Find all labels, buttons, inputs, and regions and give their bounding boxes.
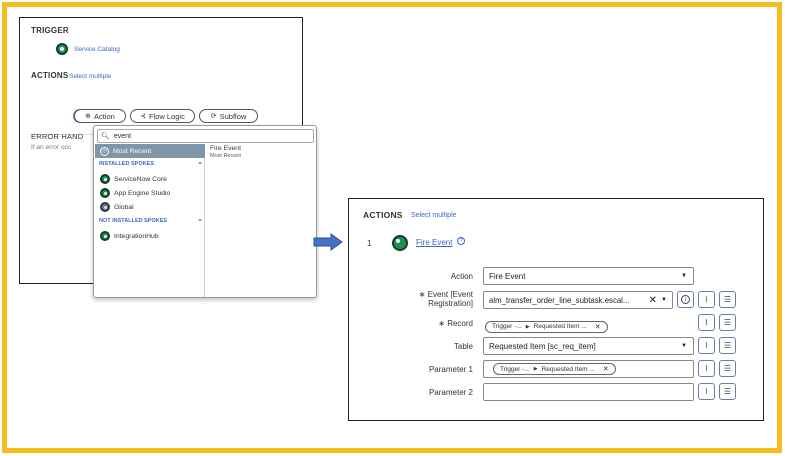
app-engine-studio-icon <box>100 188 110 198</box>
table-select[interactable]: Requested Item [sc_req_item] ▼ <box>483 337 694 355</box>
chevron-up-icon: ⌃ <box>197 162 203 169</box>
clock-icon: ◷ <box>100 146 109 156</box>
caret-right-icon: ▶ <box>525 323 530 330</box>
event-select[interactable]: alm_transfer_order_line_subtask.escal...… <box>483 291 673 309</box>
script-toggle-button[interactable]: ☰ <box>719 337 736 354</box>
data-pill-button[interactable]: ⌇ <box>698 383 715 400</box>
not-installed-spokes-header[interactable]: NOT INSTALLED SPOKES⌃ <box>99 218 203 226</box>
help-icon[interactable]: ? <box>457 237 465 245</box>
subflow-icon: ⟳ <box>210 113 217 120</box>
action-button[interactable]: ⊕Action <box>74 109 126 123</box>
trigger-link[interactable]: Service Catalog <box>74 45 120 53</box>
error-handler-text: If an error occ <box>31 144 72 151</box>
script-toggle-button[interactable]: ☰ <box>719 383 736 400</box>
subflow-button[interactable]: ⟳Subflow <box>199 109 258 123</box>
flow-designer-panel: TRIGGER Service Catalog ACTIONS Select m… <box>19 17 317 298</box>
chart-icon: ⌇ <box>704 295 709 304</box>
chart-icon: ⌇ <box>704 364 709 373</box>
service-catalog-icon <box>56 43 68 55</box>
script-icon: ☰ <box>723 295 732 304</box>
flow-logic-icon: ⊰ <box>140 113 146 120</box>
parameter-1-pill[interactable]: Trigger -... ▶ Requested Item ... ✕ <box>493 363 616 375</box>
actions-title: ACTIONS <box>31 71 69 80</box>
parameter-2-label: Parameter 2 <box>428 388 473 397</box>
parameter-1-field[interactable]: Trigger -... ▶ Requested Item ... ✕ <box>483 360 694 378</box>
step-number: 1 <box>367 239 372 248</box>
data-pill-button[interactable]: ⌇ <box>698 291 715 308</box>
script-toggle-button[interactable]: ☰ <box>719 291 736 308</box>
arrow-right-icon <box>313 233 343 251</box>
data-pill-button[interactable]: ⌇ <box>698 314 715 331</box>
error-handler-title: ERROR HAND <box>31 132 84 141</box>
caret-down-icon: ▼ <box>681 343 687 349</box>
caret-right-icon: ▶ <box>533 366 538 372</box>
info-icon: i <box>681 295 690 304</box>
action-search-dropdown: 🔍︎ event ◷ Most Recent INSTALLED SPOKES⌃… <box>93 125 317 298</box>
result-title: Fire Event <box>210 145 241 152</box>
integrationhub-icon <box>100 231 110 241</box>
parameter-2-field[interactable] <box>483 383 694 401</box>
record-label: ∗ Record <box>438 319 473 328</box>
chart-icon: ⌇ <box>704 318 709 327</box>
flow-logic-button[interactable]: ⊰Flow Logic <box>130 109 195 123</box>
info-button[interactable]: i <box>677 291 694 308</box>
record-pill[interactable]: Trigger -... ▶ Requested Item ... ✕ <box>485 315 608 333</box>
script-toggle-button[interactable]: ☰ <box>719 360 736 377</box>
trigger-title: TRIGGER <box>31 26 69 35</box>
list-item[interactable]: App Engine Studio <box>95 186 205 200</box>
parameter-1-label: Parameter 1 <box>428 365 473 374</box>
remove-pill-icon[interactable]: ✕ <box>594 323 601 331</box>
list-item[interactable]: Global <box>95 200 205 214</box>
servicenow-core-icon <box>100 174 110 184</box>
spokes-list: ◷ Most Recent INSTALLED SPOKES⌃ ServiceN… <box>95 144 205 297</box>
caret-down-icon: ▼ <box>681 273 687 279</box>
caret-down-icon[interactable]: ▼ <box>661 297 667 303</box>
global-icon <box>100 202 110 212</box>
script-icon: ☰ <box>723 341 732 350</box>
action-icon: ⊕ <box>85 113 91 120</box>
chevron-up-icon: ⌃ <box>197 219 203 226</box>
script-icon: ☰ <box>723 318 732 327</box>
action-select[interactable]: Fire Event ▼ <box>483 267 694 285</box>
action-label: Action <box>450 272 473 281</box>
data-pill-button[interactable]: ⌇ <box>698 337 715 354</box>
clear-icon[interactable]: ✕ <box>648 294 658 306</box>
select-multiple-link[interactable]: Select multiple <box>69 73 112 80</box>
actions-title: ACTIONS <box>363 210 403 220</box>
search-result[interactable]: Fire Event Most Recent <box>210 145 241 159</box>
list-item[interactable]: ServiceNow Core <box>95 172 205 186</box>
script-icon: ☰ <box>723 387 732 396</box>
table-label: Table <box>453 342 473 351</box>
data-pill-button[interactable]: ⌇ <box>698 360 715 377</box>
fire-event-icon <box>392 235 408 251</box>
script-toggle-button[interactable]: ☰ <box>719 314 736 331</box>
list-item[interactable]: IntegrationHub <box>95 229 205 243</box>
select-multiple-link[interactable]: Select multiple <box>411 212 457 219</box>
result-subtitle: Most Recent <box>210 153 241 159</box>
installed-spokes-header[interactable]: INSTALLED SPOKES⌃ <box>99 161 203 169</box>
trigger-row[interactable]: Service Catalog <box>56 43 120 55</box>
search-icon: 🔍︎ <box>101 133 110 140</box>
most-recent-item[interactable]: ◷ Most Recent <box>95 144 205 158</box>
chart-icon: ⌇ <box>704 387 709 396</box>
script-icon: ☰ <box>723 364 732 373</box>
remove-pill-icon[interactable]: ✕ <box>602 366 609 373</box>
action-config-panel: ACTIONS Select multiple 1 Fire Event ? A… <box>348 198 764 421</box>
chart-icon: ⌇ <box>704 341 709 350</box>
step-name-link[interactable]: Fire Event <box>416 238 453 247</box>
search-input[interactable]: 🔍︎ event <box>97 129 314 143</box>
